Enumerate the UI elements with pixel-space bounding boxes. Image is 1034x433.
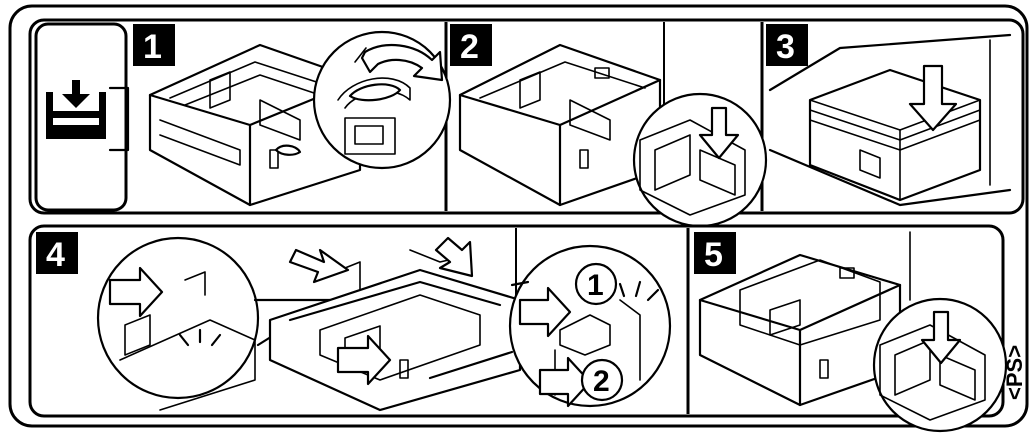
step-3-panel: 3 [766,24,1012,207]
callout-2-circle [580,358,624,402]
step-5-panel: 5 [694,231,1008,433]
callout-2-label: 2 [593,365,610,398]
step-1-label: 1 [143,28,162,66]
top-row: 1 2 [28,18,1025,228]
step-5-badge [694,232,736,274]
step-3-label: 3 [776,28,795,66]
callout-1-circle [574,262,618,306]
click-marks-right [618,280,660,302]
step-1-zoom-circle [312,30,452,170]
step-3-badge [766,24,808,66]
step-4-right-zoom-circle [508,244,672,408]
bottom-row: 4 [28,224,1008,433]
step-1-badge [133,24,175,66]
step-4-panel: 4 [36,232,672,412]
paper-tray-load-icon [46,80,106,139]
step-2-panel: 2 [450,24,768,228]
click-marks-left [178,328,222,347]
step-4-label: 4 [46,236,65,274]
step-4-badge [36,232,78,274]
step-4-left-zoom-circle [96,236,260,400]
icon-pointer [108,86,130,152]
step-1-panel: 1 [133,24,452,207]
step-2-label: 2 [460,28,479,66]
callout-1-label: 1 [587,269,604,302]
step-5-label: 5 [704,236,723,274]
step-2-badge [450,24,492,66]
ps-side-label: <PS> [1002,345,1027,400]
